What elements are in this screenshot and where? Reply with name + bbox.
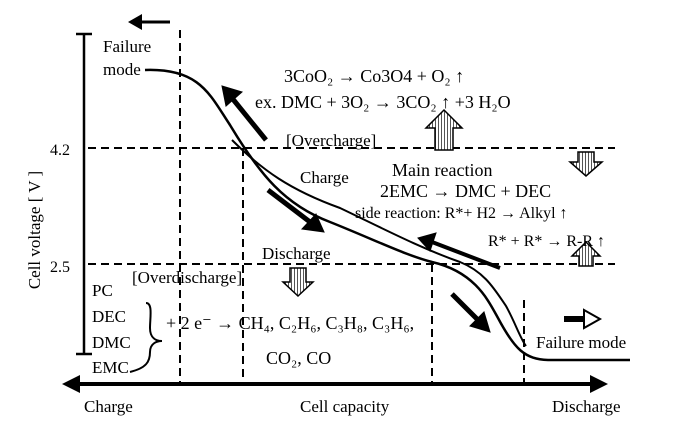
overcharge-reaction-1: 3CoO₂ → Co3O4 + O₂ ↑ <box>284 66 464 86</box>
x-axis-left-label: Charge <box>84 397 133 416</box>
overdischarge-reaction-1: + 2 e⁻ → CH₄, C₂H₆, C₃H₈, C₃H₆, <box>166 313 414 333</box>
solvent-item: PC <box>92 281 113 300</box>
x-axis-label: Cell capacity <box>300 397 390 416</box>
charge-curve <box>231 139 527 347</box>
main-reaction-eq: 2EMC → DMC + DEC <box>380 181 551 201</box>
tick-2-5: 2.5 <box>50 259 70 276</box>
failure-mode-top-line1: Failure <box>103 37 151 56</box>
failure-arrow-left <box>128 14 170 30</box>
solvent-item: DEC <box>92 307 126 326</box>
charge-label: Charge <box>300 168 349 187</box>
failure-mode-top-line2: mode <box>103 60 141 79</box>
overdischarge-label: [Overdischarge] <box>132 268 242 287</box>
main-reaction-title: Main reaction <box>392 160 492 180</box>
reference-lines <box>88 30 615 384</box>
curve-arrows <box>221 85 501 333</box>
y-axis-label: Cell voltage [ V ] <box>25 171 44 289</box>
overdischarge-reaction-2: CO₂, CO <box>266 348 331 368</box>
overdischarge-down-arrow <box>281 267 315 298</box>
tick-4-2: 4.2 <box>50 142 70 159</box>
failure-mode-bottom: Failure mode <box>536 333 626 352</box>
solvent-list: PC DEC DMC EMC <box>92 281 131 377</box>
x-axis-right-label: Discharge <box>552 397 621 416</box>
solvent-item: EMC <box>92 358 129 377</box>
rr-up-arrow <box>570 240 602 267</box>
x-axis <box>62 375 608 393</box>
side-reaction-eq: side reaction: R*+ H2 → Alkyl ↑ <box>355 205 568 222</box>
overcharge-up-arrow <box>424 108 464 151</box>
overcharge-label: [Overcharge] <box>286 131 376 150</box>
solvent-item: DMC <box>92 333 131 352</box>
solvent-brace <box>129 302 163 373</box>
main-reaction-down-arrow <box>568 151 604 177</box>
discharge-label: Discharge <box>262 244 331 263</box>
overcharge-reaction-2: ex. DMC + 3O₂ → 3CO₂ ↑ +3 H₂O <box>255 92 511 112</box>
rr-reaction-eq: R* + R* → R-R ↑ <box>488 233 605 250</box>
y-axis <box>76 32 92 356</box>
discharge-curve <box>144 68 630 362</box>
failure-arrow-right <box>564 308 603 330</box>
